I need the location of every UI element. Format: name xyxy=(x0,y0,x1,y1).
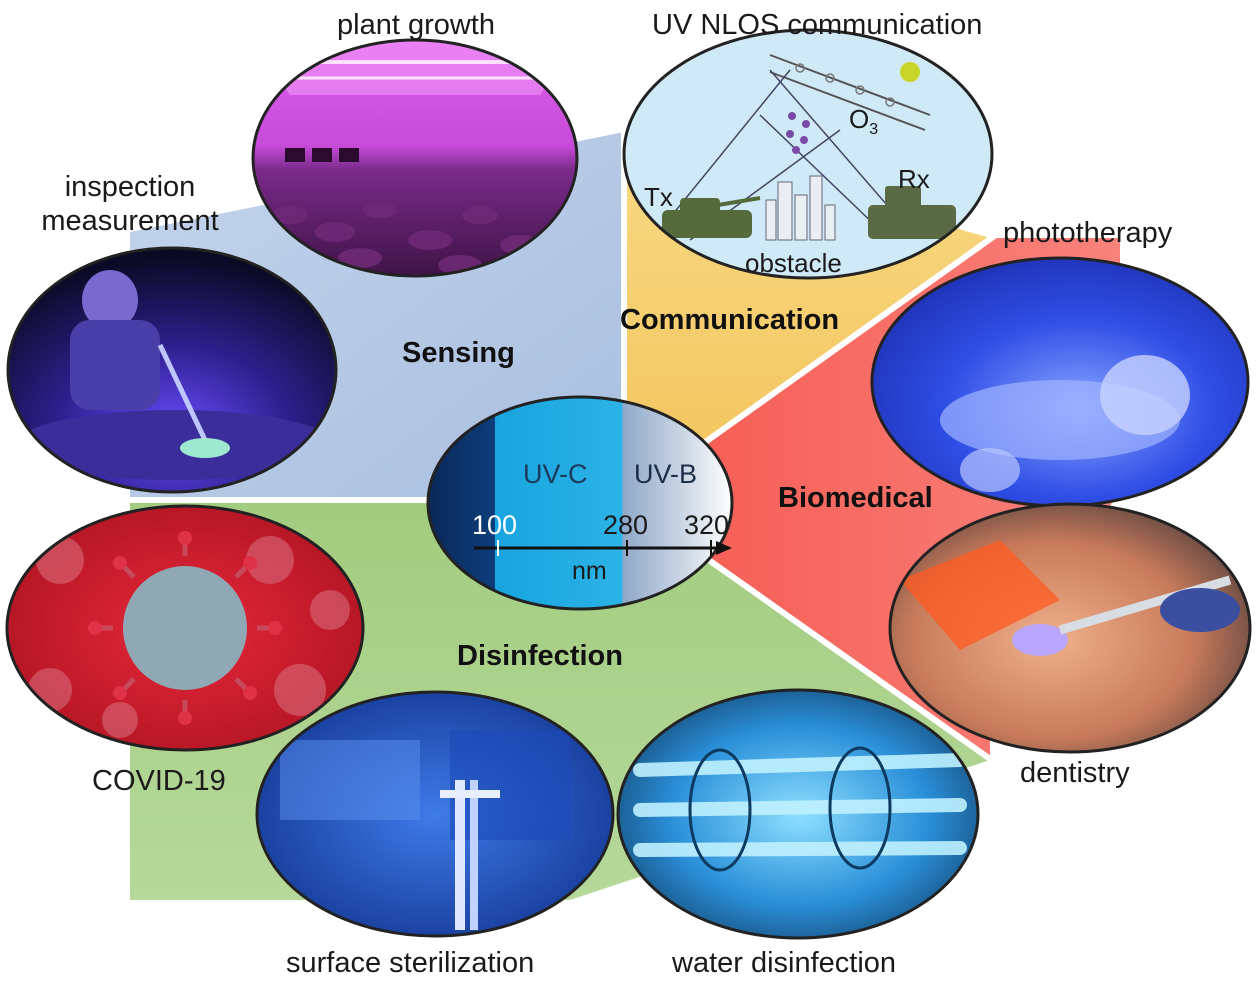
disinfection-title: Disinfection xyxy=(457,640,623,672)
ozone-subscript: 3 xyxy=(869,121,879,139)
covid-label: COVID-19 xyxy=(92,765,226,797)
dentistry-image xyxy=(890,504,1250,752)
water-disinfection-label: water disinfection xyxy=(672,947,897,979)
inspection-label-line2: measurement xyxy=(41,205,219,238)
inspection-image xyxy=(8,248,336,492)
tick-280-label: 280 xyxy=(603,510,649,540)
uvc-band-label: UV-C xyxy=(523,459,588,489)
uv-nlos-diagram xyxy=(624,30,992,278)
sensing-title: Sensing xyxy=(402,337,515,369)
sun-icon xyxy=(900,62,920,82)
virus-icon xyxy=(123,566,247,690)
ozone-label: O3 xyxy=(849,104,878,140)
tx-label: Tx xyxy=(644,182,673,212)
inspection-label: inspection measurement xyxy=(25,170,235,238)
tick-100-label: 100 xyxy=(472,510,518,540)
communication-title: Communication xyxy=(620,304,840,336)
covid-image xyxy=(7,506,363,750)
dentistry-label: dentistry xyxy=(1020,757,1130,789)
inspection-label-line1: inspection xyxy=(64,171,196,203)
uv-spectrum xyxy=(426,395,734,611)
rx-label: Rx xyxy=(898,164,930,194)
ozone-symbol: O xyxy=(849,104,870,134)
surface-sterilization-image xyxy=(257,692,613,936)
phototherapy-image xyxy=(872,258,1248,506)
uv-nlos-label: UV NLOS communication xyxy=(652,9,983,41)
obstacle-label: obstacle xyxy=(745,248,842,278)
plant-growth-label: plant growth xyxy=(337,9,495,41)
unit-label: nm xyxy=(572,557,607,585)
tick-320-label: 320 xyxy=(684,510,730,540)
phototherapy-label: phototherapy xyxy=(1003,217,1173,249)
biomedical-title: Biomedical xyxy=(778,482,933,514)
uvb-band-label: UV-B xyxy=(634,459,698,489)
arrow-head-icon xyxy=(716,541,732,555)
water-disinfection-image xyxy=(618,690,978,938)
surface-sterilization-label: surface sterilization xyxy=(286,947,535,979)
